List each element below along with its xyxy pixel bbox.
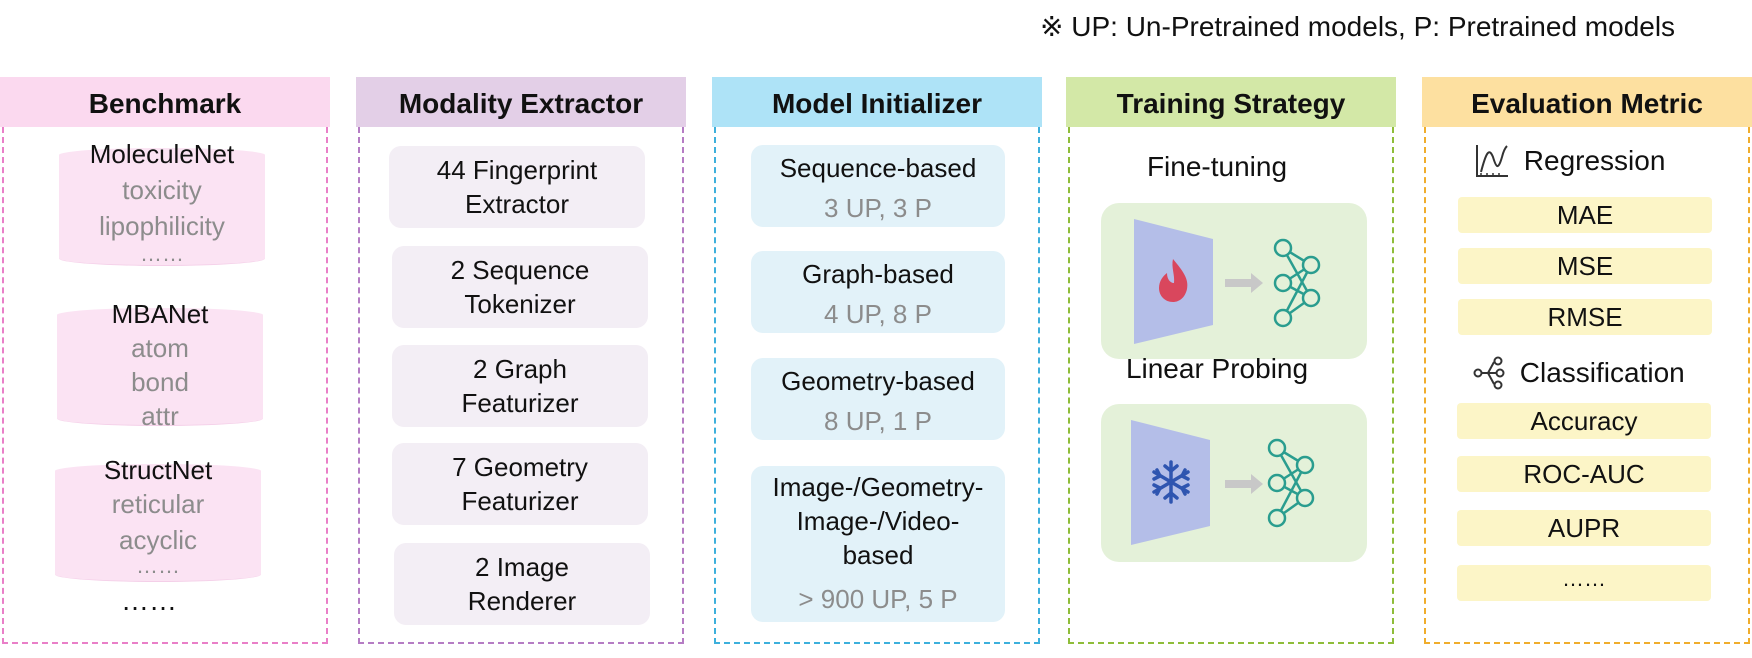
metric-accuracy: Accuracy bbox=[1457, 403, 1711, 439]
metric-aupr: AUPR bbox=[1457, 510, 1711, 546]
stack-title: MBANet bbox=[111, 299, 209, 329]
mbanet-stack: MBANet atom bond attr bbox=[57, 299, 263, 431]
snowflake-icon bbox=[1152, 460, 1190, 504]
probe-label: Linear Probing bbox=[1125, 353, 1309, 384]
regression-row: Regression bbox=[1474, 143, 1665, 179]
sequence-based-box: Sequence-based 3 UP, 3 P bbox=[751, 145, 1005, 227]
neural-network-icon bbox=[1267, 438, 1315, 528]
metric-more: …… bbox=[1457, 565, 1711, 601]
finetune-diagram bbox=[1134, 219, 1321, 344]
initializer-frame bbox=[714, 127, 1040, 644]
stack-item: bond bbox=[131, 367, 189, 397]
stack-item: …… bbox=[136, 553, 180, 578]
stack-title: StructNet bbox=[103, 455, 213, 485]
stack-item: reticular bbox=[111, 489, 205, 519]
evaluation-column: Evaluation Metric Regression MAE MSE RMS… bbox=[1422, 77, 1752, 644]
arrow-right-icon bbox=[1225, 273, 1263, 293]
benchmark-header: Benchmark bbox=[0, 77, 330, 127]
line-chart-icon bbox=[1476, 145, 1508, 177]
modality-column: Modality Extractor 44 Fingerprint Extrac… bbox=[356, 77, 686, 644]
moleculenet-stack: MoleculeNet toxicity lipophilicity …… bbox=[59, 139, 265, 266]
modality-header: Modality Extractor bbox=[356, 77, 686, 127]
legend-note: ※ UP: Un-Pretrained models, P: Pretraine… bbox=[1040, 11, 1676, 42]
benchmark-frame bbox=[2, 127, 328, 644]
graph-based-box: Graph-based 4 UP, 8 P bbox=[751, 251, 1005, 333]
metric-mae: MAE bbox=[1458, 197, 1712, 233]
finetune-label: Fine-tuning bbox=[1146, 151, 1288, 182]
probe-diagram bbox=[1131, 420, 1315, 545]
stack-item: toxicity bbox=[122, 175, 202, 205]
evaluation-frame bbox=[1424, 127, 1750, 644]
classification-row: Classification bbox=[1472, 355, 1685, 391]
flame-icon bbox=[1159, 259, 1188, 302]
sequence-tokenizer-box: 2 Sequence Tokenizer bbox=[392, 246, 648, 328]
neural-network-icon bbox=[1273, 238, 1321, 328]
metric-mse: MSE bbox=[1458, 248, 1712, 284]
stack-item: acyclic bbox=[118, 525, 197, 555]
benchmark-column: Benchmark MoleculeNet toxicity lipophili… bbox=[0, 77, 330, 644]
benchmark-more: …… bbox=[121, 585, 177, 616]
branch-tree-icon bbox=[1473, 356, 1505, 390]
stack-item: lipophilicity bbox=[99, 211, 225, 241]
regression-label: Regression bbox=[1523, 145, 1666, 176]
stack-item: atom bbox=[131, 333, 189, 363]
finetune-panel bbox=[1101, 203, 1367, 359]
stack-item: …… bbox=[140, 241, 184, 266]
training-header: Training Strategy bbox=[1066, 77, 1396, 127]
graph-featurizer-box: 2 Graph Featurizer bbox=[392, 345, 648, 427]
model-trapezoid bbox=[1134, 219, 1213, 344]
evaluation-header: Evaluation Metric bbox=[1422, 77, 1752, 127]
probe-panel bbox=[1101, 404, 1367, 562]
modality-frame bbox=[358, 127, 684, 644]
structnet-stack: StructNet reticular acyclic …… bbox=[55, 455, 261, 582]
fingerprint-extractor-box: 44 Fingerprint Extractor bbox=[389, 146, 645, 228]
metric-rmse: RMSE bbox=[1458, 299, 1712, 335]
stack-title: MoleculeNet bbox=[89, 139, 235, 169]
arrow-right-icon bbox=[1225, 474, 1263, 494]
initializer-header: Model Initializer bbox=[712, 77, 1042, 127]
geometry-featurizer-box: 7 Geometry Featurizer bbox=[392, 443, 648, 525]
classification-label: Classification bbox=[1519, 357, 1685, 388]
metric-roc-auc: ROC-AUC bbox=[1457, 456, 1711, 492]
training-frame bbox=[1068, 127, 1394, 644]
image-renderer-box: 2 Image Renderer bbox=[394, 543, 650, 625]
geometry-based-box: Geometry-based 8 UP, 1 P bbox=[751, 358, 1005, 440]
image-based-box: Image-/Geometry- Image-/Video- based > 9… bbox=[751, 466, 1005, 622]
training-column: Training Strategy Fine-tuning bbox=[1066, 77, 1396, 644]
initializer-column: Model Initializer Sequence-based 3 UP, 3… bbox=[712, 77, 1042, 644]
stack-item: attr bbox=[141, 401, 179, 431]
